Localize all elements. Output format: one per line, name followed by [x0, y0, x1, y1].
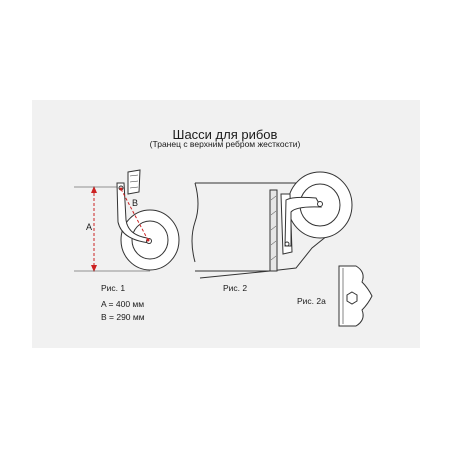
wheel-rim — [131, 220, 169, 260]
dimension-a-arrow-bottom — [91, 265, 97, 272]
dimension-a-value: A = 400 мм — [101, 299, 145, 309]
dimension-b-end-bottom — [146, 238, 150, 242]
fig2-wheel-axle — [317, 201, 323, 207]
transom-bracket-hatch-2 — [129, 180, 139, 183]
dimension-b-end-top — [119, 187, 123, 191]
figure-2-caption: Рис. 2 — [223, 283, 248, 293]
diagram-subtitle: (Транец с верхним ребром жесткости) — [149, 139, 301, 149]
figure-2-drawing — [191, 171, 353, 279]
diagram-title: Шасси для рибов — [172, 127, 278, 142]
dimension-a-label: A — [86, 222, 93, 232]
hull-break-left — [191, 182, 199, 263]
figure-1-caption: Рис. 1 — [101, 283, 126, 293]
transom-bracket — [127, 169, 141, 195]
bracket-hex-hole — [346, 291, 358, 305]
dimension-a-arrow-top — [91, 186, 97, 193]
transom-hatch-1 — [270, 195, 277, 201]
hull-lower — [199, 222, 344, 279]
transom-hatch-5 — [270, 255, 277, 261]
transom-board — [269, 189, 278, 272]
dimension-b-value: B = 290 мм — [101, 312, 145, 322]
figure-2a-drawing — [338, 265, 373, 327]
figure-1-drawing — [74, 169, 180, 272]
transom-bracket-hatch-3 — [129, 186, 139, 189]
transom-hatch-3 — [270, 225, 277, 231]
fig2-pivot — [284, 241, 290, 247]
fig2-wheel-leg — [284, 196, 322, 247]
transom-hatch-4 — [270, 240, 277, 246]
figure-2a-caption: Рис. 2a — [297, 296, 326, 306]
transom-bracket-hatch-1 — [129, 174, 139, 177]
transom-hatch-2 — [270, 210, 277, 216]
dimension-b-label: B — [132, 198, 139, 208]
